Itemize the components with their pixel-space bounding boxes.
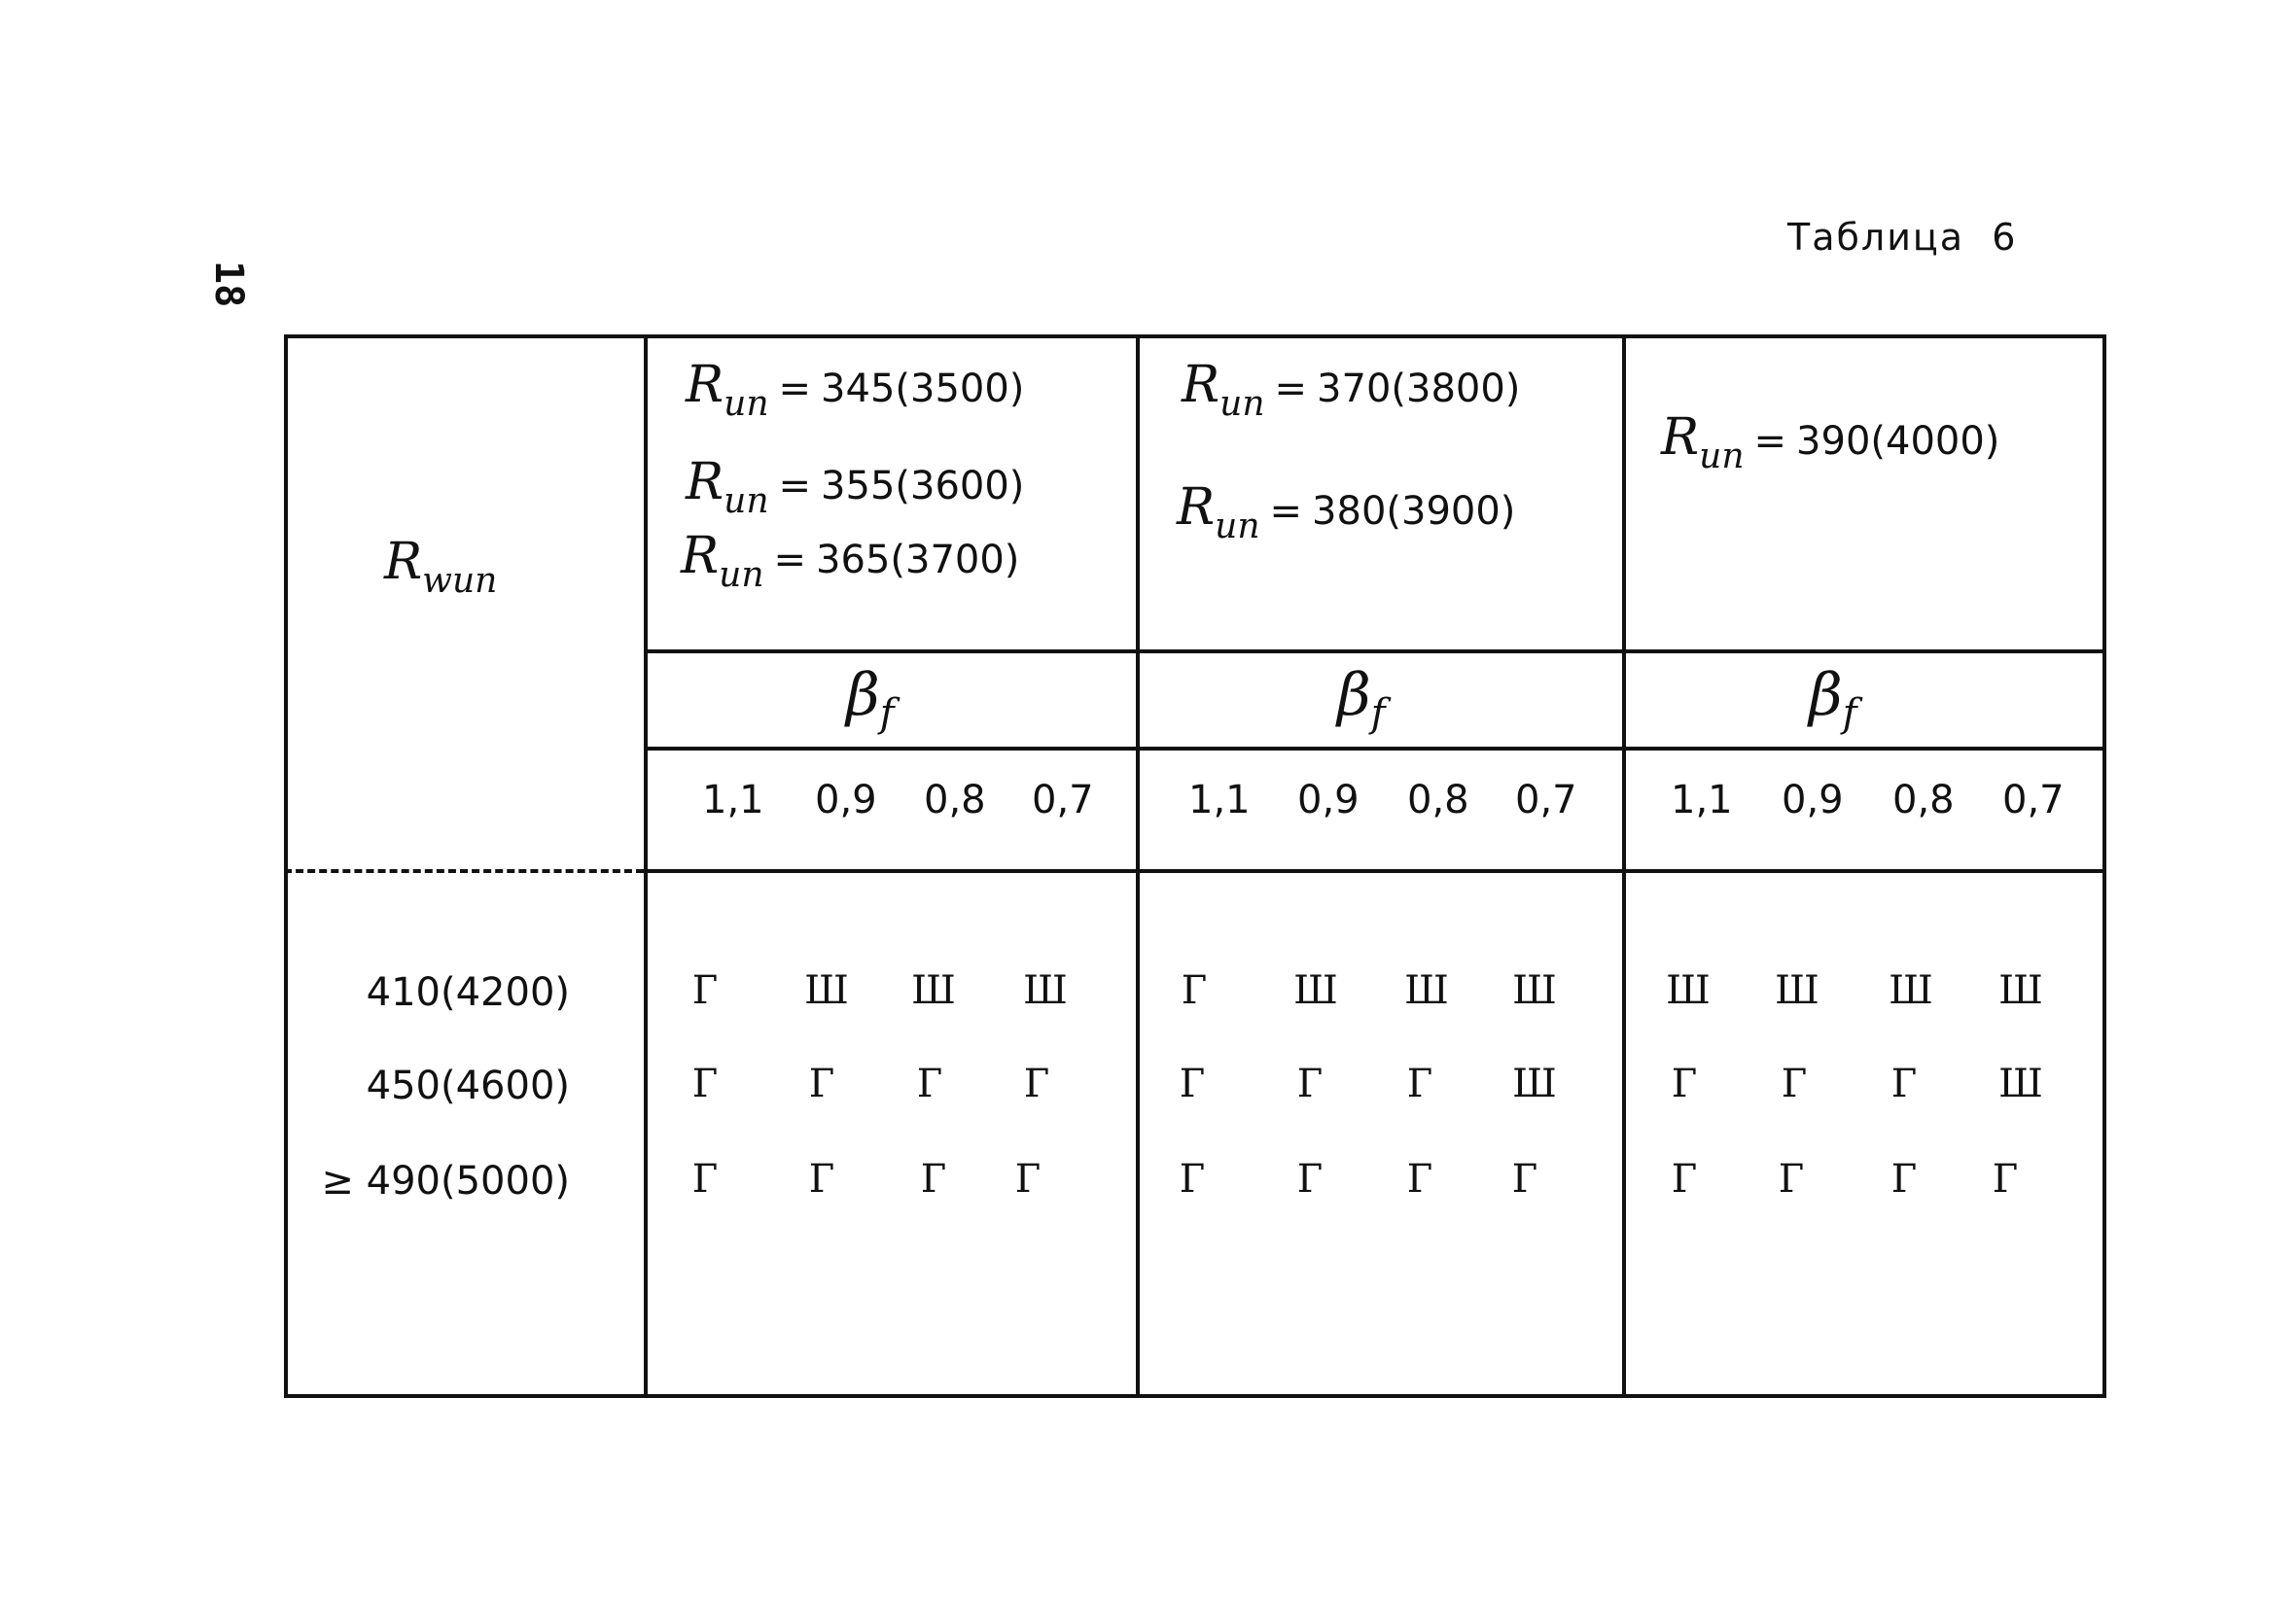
table-cell: Г [1014, 1157, 1042, 1202]
table-cell: Г [1023, 1062, 1050, 1106]
group-3-coef-3: 0,8 [1892, 778, 1955, 822]
table-cell: Г [1992, 1157, 2019, 1202]
header-rule-beta-top [644, 649, 2106, 653]
header-rule-coef-top [644, 747, 2106, 751]
table-cell: Г [691, 968, 719, 1013]
table-cell: Ш [1889, 968, 1933, 1013]
group-2-coef-3: 0,8 [1407, 778, 1469, 822]
row-label-3: ≥ 490(5000) [321, 1159, 570, 1204]
table-cell: Ш [1293, 968, 1338, 1013]
row-header-symbol: R [384, 533, 423, 591]
group-1-coef-1: 1,1 [702, 778, 764, 822]
row-header: Rwun [384, 533, 497, 601]
table-cell: Г [1179, 1157, 1206, 1202]
header-rule-bottom-left [284, 869, 644, 873]
group-2-condition-1: Run=370(3800) [1182, 356, 1521, 424]
col-divider-3 [1622, 334, 1626, 1398]
table-cell: Г [1296, 1062, 1324, 1106]
row-header-subscript: wun [422, 561, 498, 601]
group-1-condition-3: Run=365(3700) [681, 527, 1020, 595]
page-number: 18 [206, 261, 251, 308]
group-3-coef-4: 0,7 [2002, 778, 2065, 822]
row-label-2: 450(4600) [366, 1064, 570, 1108]
group-3-condition-1: Run=390(4000) [1661, 408, 2000, 476]
table-cell: Г [1890, 1062, 1918, 1106]
table-cell: Г [1179, 1062, 1206, 1106]
table-cell: Ш [804, 968, 849, 1013]
group-2-coef-2: 0,9 [1297, 778, 1360, 822]
group-2-coef-4: 0,7 [1515, 778, 1577, 822]
table-cell: Ш [1998, 968, 2043, 1013]
table-cell: Ш [1512, 1062, 1557, 1106]
col-divider-1 [644, 334, 648, 1398]
group-1-condition-1: Run=345(3500) [686, 356, 1025, 424]
table-cell: Ш [1512, 968, 1557, 1013]
group-1-condition-2: Run=355(3600) [686, 453, 1025, 521]
table-cell: Г [1511, 1157, 1538, 1202]
table-cell: Г [1781, 1062, 1808, 1106]
table-cell: Г [920, 1157, 947, 1202]
group-3-beta: βf [1809, 661, 1857, 736]
table-cell: Г [808, 1062, 835, 1106]
table-cell: Г [691, 1062, 719, 1106]
group-1-coef-2: 0,9 [815, 778, 877, 822]
group-2-beta: βf [1337, 661, 1386, 736]
table-cell: Г [691, 1157, 719, 1202]
table-cell: Ш [1023, 968, 1068, 1013]
col-divider-2 [1136, 334, 1140, 1398]
table-cell: Ш [1775, 968, 1819, 1013]
table-cell: Г [1890, 1157, 1918, 1202]
table-cell: Г [808, 1157, 835, 1202]
group-1-coef-4: 0,7 [1032, 778, 1094, 822]
group-3-coef-1: 1,1 [1671, 778, 1733, 822]
table-cell: Ш [1998, 1062, 2043, 1106]
table-cell: Ш [1404, 968, 1449, 1013]
group-3-coef-2: 0,9 [1782, 778, 1844, 822]
row-label-1: 410(4200) [366, 970, 570, 1015]
table-cell: Г [1181, 968, 1208, 1013]
table-cell: Г [1671, 1062, 1698, 1106]
header-rule-bottom [644, 869, 2106, 873]
table-cell: Г [1406, 1157, 1433, 1202]
group-2-coef-1: 1,1 [1188, 778, 1251, 822]
table-cell: Г [1778, 1157, 1805, 1202]
table-cell: Г [1296, 1157, 1324, 1202]
group-1-coef-3: 0,8 [924, 778, 986, 822]
group-1-beta: βf [846, 661, 895, 736]
table-frame [284, 334, 2106, 1398]
group-2-condition-2: Run=380(3900) [1177, 478, 1516, 546]
table-caption: Таблица 6 [1787, 216, 2018, 259]
table-cell: Ш [1666, 968, 1711, 1013]
table-cell: Г [1406, 1062, 1433, 1106]
table-cell: Г [916, 1062, 943, 1106]
table-cell: Г [1671, 1157, 1698, 1202]
table-cell: Ш [911, 968, 956, 1013]
